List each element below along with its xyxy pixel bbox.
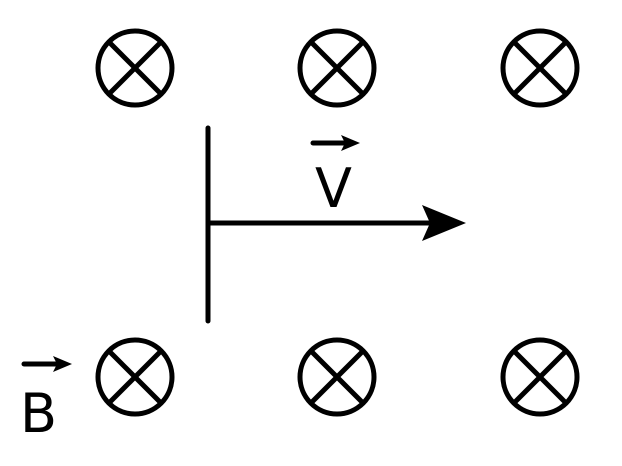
velocity-symbol: V xyxy=(315,157,352,220)
velocity-arrow xyxy=(205,205,466,241)
field-into-page-icon xyxy=(297,337,377,417)
field-label: B xyxy=(20,356,72,445)
field-into-page-icon xyxy=(500,337,580,417)
velocity-label: V xyxy=(310,135,360,220)
field-symbol: B xyxy=(20,382,57,445)
field-symbols xyxy=(95,28,580,417)
field-into-page-icon xyxy=(500,28,580,108)
field-into-page-icon xyxy=(297,28,377,108)
field-into-page-icon xyxy=(95,337,175,417)
field-into-page-icon xyxy=(95,28,175,108)
velocity-arrowhead-icon xyxy=(422,205,466,241)
vector-arrow-icon xyxy=(53,356,72,372)
vector-arrow-icon xyxy=(341,135,360,151)
